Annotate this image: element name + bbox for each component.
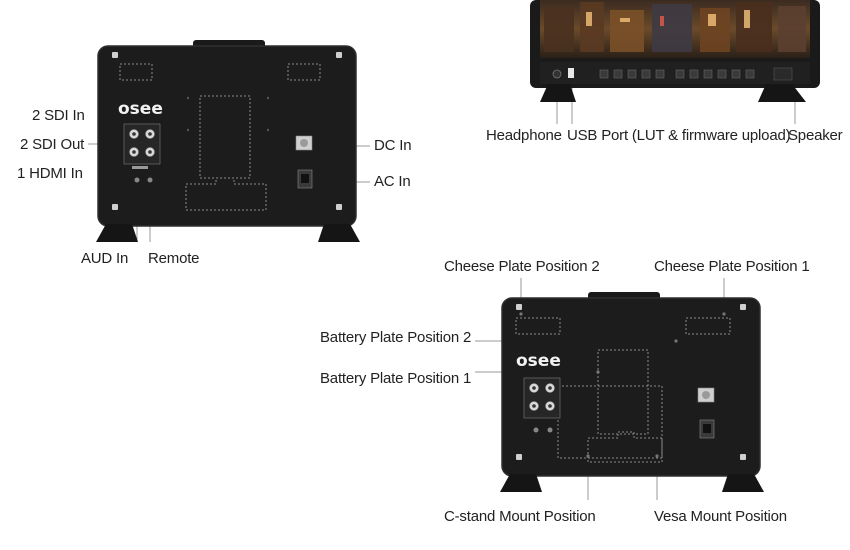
brand-logo: osee [516,351,561,371]
label-battery-plate-2: Battery Plate Position 2 [320,329,472,346]
label-battery-plate-1: Battery Plate Position 1 [320,370,472,387]
label-c-stand-mount: C-stand Mount Position [444,508,596,525]
label-headphone: Headphone [486,127,562,144]
monitor-front-bottom-view [530,0,820,102]
monitor-rear-view-connectors: osee [96,40,360,242]
label-usb-port: USB Port (LUT & firmware upload) [567,127,791,144]
label-ac-in: AC In [374,173,411,190]
brand-logo: osee [118,99,163,119]
label-remote: Remote [148,250,200,267]
label-sdi-out: 2 SDI Out [20,136,85,153]
label-speaker: Speaker [788,127,843,144]
label-aud-in: AUD In [81,250,129,267]
label-hdmi-in: 1 HDMI In [17,165,83,182]
label-vesa-mount: Vesa Mount Position [654,508,787,525]
label-cheese-plate-1: Cheese Plate Position 1 [654,258,810,275]
label-dc-in: DC In [374,137,412,154]
label-cheese-plate-2: Cheese Plate Position 2 [444,258,600,275]
monitor-rear-view-mounts: osee [500,292,764,492]
label-sdi-in: 2 SDI In [32,107,85,124]
